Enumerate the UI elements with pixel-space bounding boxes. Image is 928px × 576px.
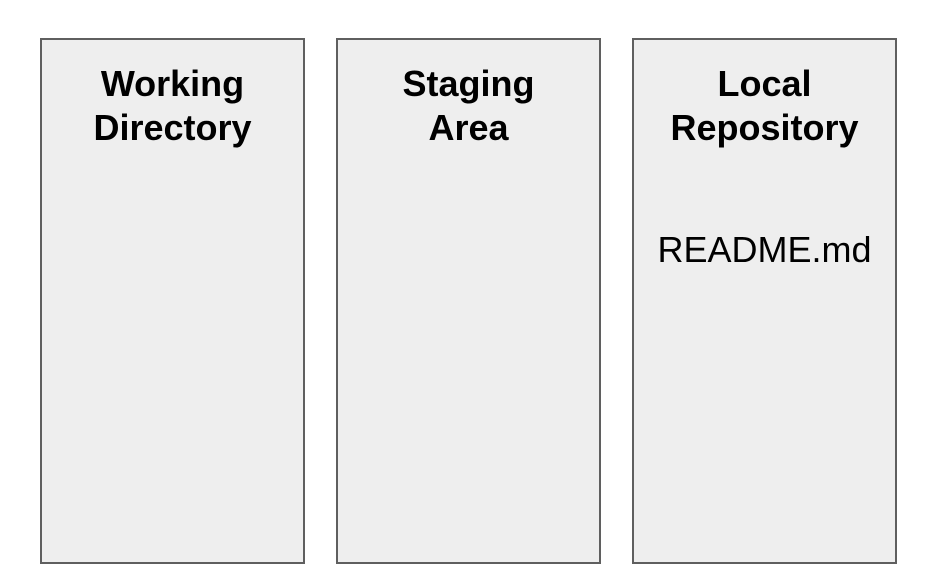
local-repository-title-line1: Local [717,63,812,104]
staging-area-box: Staging Area [336,38,601,564]
local-repository-file-list: README.md [634,228,895,272]
working-directory-box: Working Directory [40,38,305,564]
staging-area-title: Staging Area [338,62,599,150]
local-repository-box: Local Repository README.md [632,38,897,564]
local-repository-title: Local Repository [634,62,895,150]
working-directory-title-line2: Directory [93,107,252,148]
working-directory-title: Working Directory [42,62,303,150]
staging-area-title-line2: Area [428,107,509,148]
local-repository-title-line2: Repository [670,107,859,148]
staging-area-title-line1: Staging [402,63,535,104]
file-item: README.md [657,229,872,270]
working-directory-title-line1: Working [100,63,245,104]
